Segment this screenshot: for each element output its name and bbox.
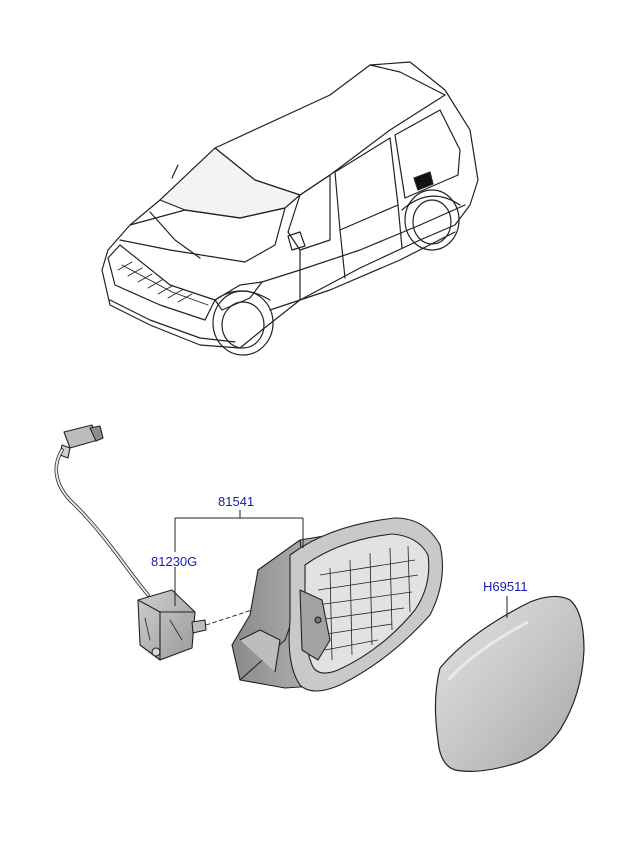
vehicle-illustration — [101, 61, 479, 356]
actuator-harness — [54, 424, 253, 661]
callout-81230g[interactable]: 81230G — [151, 554, 198, 569]
leader-lines — [174, 510, 508, 618]
callout-81541[interactable]: 81541 — [218, 494, 255, 509]
callout-h69511[interactable]: H69511 — [483, 579, 528, 594]
fuel-door-cap — [434, 595, 585, 772]
fuel-filler-housing — [231, 517, 443, 692]
